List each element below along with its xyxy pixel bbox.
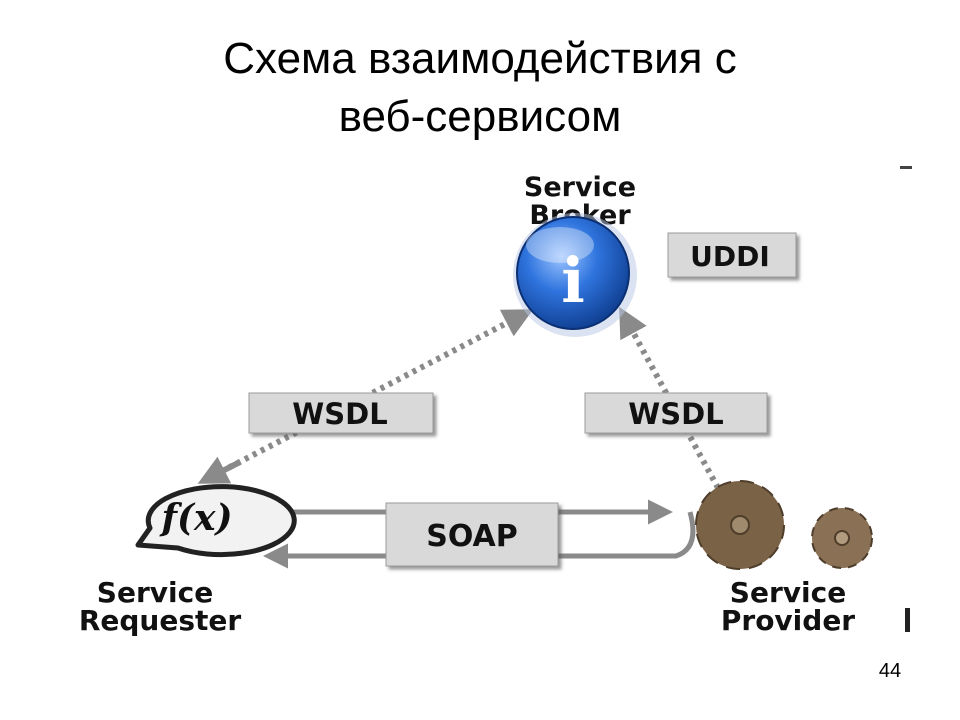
requester-arrowhead [197, 456, 242, 484]
slide-title-line-1: Схема взаимодействия с [223, 34, 737, 83]
requester-label-line-1: Service [97, 576, 213, 609]
soap-response-connector [263, 511, 696, 569]
large-gear [695, 480, 785, 570]
info-glyph: i [561, 244, 585, 317]
provider-label-line-2: Provider [721, 604, 855, 637]
page-number: 44 [878, 660, 902, 682]
requester-label-line-2: Requester [79, 604, 242, 637]
uddi-tag [667, 232, 797, 278]
wsdl-tag-left [248, 392, 434, 434]
broker-label-line-1: Service [524, 172, 636, 203]
gears-icon [695, 480, 873, 570]
wsdl-tag-right [584, 392, 768, 434]
function-glyph: f(x) [158, 497, 232, 539]
soap-tag-label: SOAP [426, 519, 518, 554]
slide-title: Схема взаимодействия с веб-сервисом [0, 30, 960, 146]
slide-title-line-2: веб-сервисом [338, 92, 622, 141]
uddi-tag-label: UDDI [690, 240, 770, 273]
wsdl-tag-left-label: WSDL [292, 397, 387, 431]
edge-mark-bottom [905, 608, 910, 632]
provider-label-line-1: Service [730, 576, 846, 609]
soap-tag [385, 502, 559, 567]
small-gear [811, 507, 873, 569]
function-bubble-icon: f(x) [135, 484, 297, 558]
info-icon: i [513, 213, 637, 337]
wsdl-tag-right-label: WSDL [628, 397, 723, 431]
edge-mark-top [900, 166, 912, 169]
